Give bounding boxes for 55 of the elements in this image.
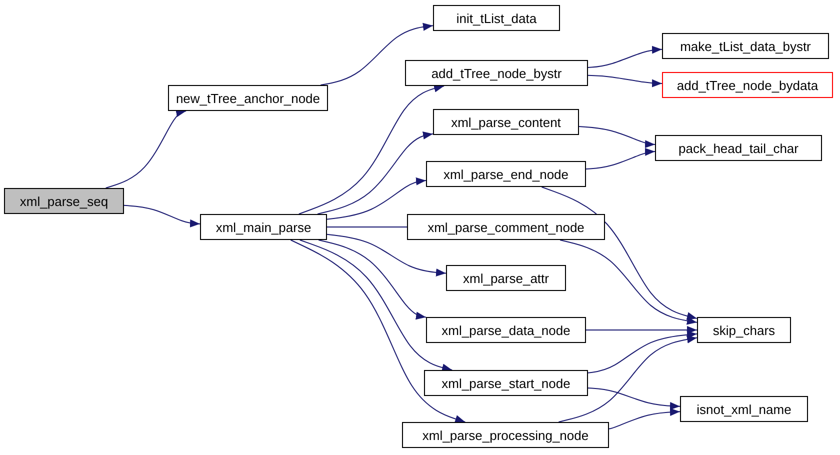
call-arrow [124, 204, 200, 228]
function-name: new_tTree_anchor_node [176, 90, 320, 106]
call-arrow [326, 177, 426, 220]
function-name: add_tTree_node_bystr [431, 66, 562, 80]
call-arrow [586, 326, 698, 334]
call-arrow [586, 148, 656, 170]
function-box [424, 370, 588, 396]
function-box [446, 265, 566, 291]
function-box [402, 422, 609, 448]
call-arrow [578, 126, 656, 148]
call-arrow [299, 240, 453, 372]
function-box [4, 188, 124, 214]
function-box [426, 317, 586, 343]
call-arrow [318, 240, 426, 320]
function-name: make_tList_data_bystr [680, 38, 811, 54]
function-box [433, 109, 579, 135]
call-arrow [320, 22, 434, 86]
call-arrow [560, 240, 698, 325]
call-arrow [588, 46, 662, 68]
call-arrow [317, 132, 434, 214]
function-name: xml_parse_end_node [443, 166, 569, 182]
call-arrow [588, 74, 662, 88]
function-box [407, 214, 605, 240]
function-box [662, 33, 829, 59]
function-box [168, 85, 328, 111]
function-box [433, 5, 560, 31]
function-name: xml_parse_seq [20, 194, 108, 208]
function-box [655, 135, 822, 161]
function-box [200, 214, 327, 240]
call-arrow [326, 234, 446, 276]
function-name: skip_chars [712, 322, 776, 338]
function-name: add_tTree_node_bydata [676, 78, 818, 92]
call-arrow [558, 335, 698, 422]
call-arrow [588, 387, 680, 410]
function-box [405, 60, 588, 86]
call-arrow [298, 84, 445, 214]
function-box [426, 161, 586, 187]
function-name: xml_parse_processing_node [422, 428, 589, 442]
call-arrow [290, 240, 466, 423]
function-name: xml_parse_data_node [442, 322, 570, 338]
function-name: isnot_xml_name [696, 402, 792, 416]
function-name: init_tList_data [456, 10, 537, 26]
call-arrow [541, 186, 698, 320]
function-name: xml_parse_content [451, 114, 561, 130]
function-name: xml_parse_comment_node [428, 220, 584, 234]
function-name: pack_head_tail_char [678, 140, 798, 156]
function-box [680, 396, 808, 422]
function-name: xml_parse_start_node [442, 376, 570, 390]
function-box [697, 317, 791, 343]
function-box [662, 72, 833, 98]
function-name: xml_main_parse [216, 220, 312, 234]
call-arrow [105, 109, 187, 188]
call-arrow [588, 330, 698, 374]
call-arrow [608, 408, 680, 430]
function-name: xml_parse_attr [463, 270, 549, 286]
